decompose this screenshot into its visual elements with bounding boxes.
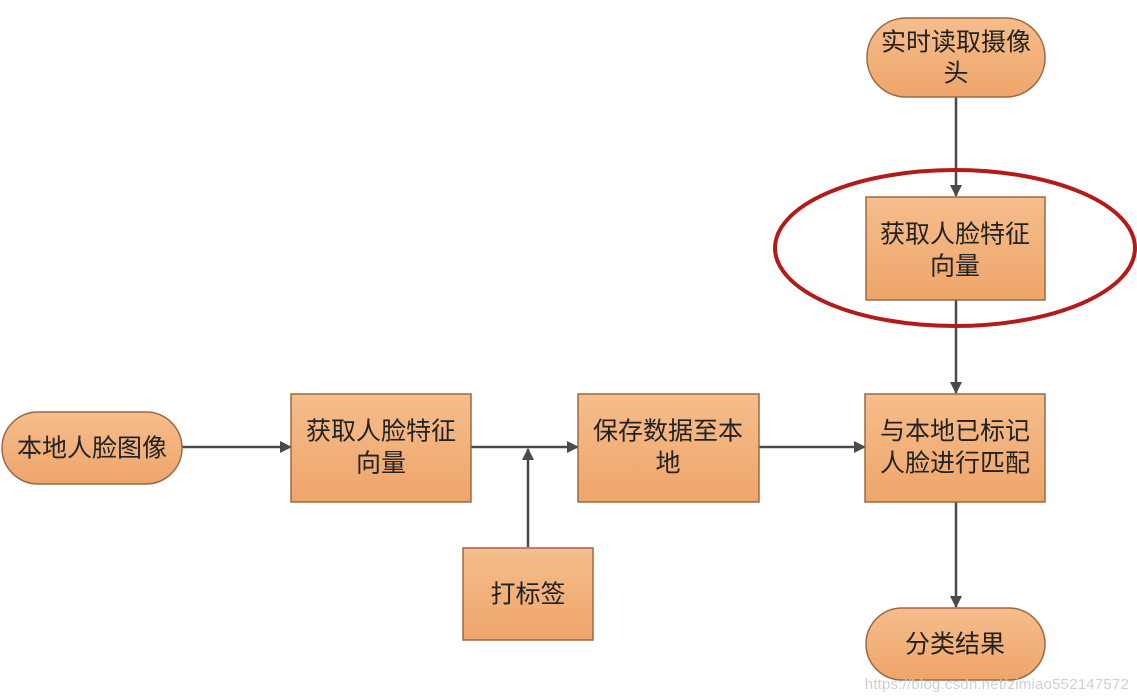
node-local_image-shape [1, 411, 183, 485]
node-match: 与本地已标记 人脸进行匹配 [864, 393, 1046, 503]
node-label: 打标签 [462, 547, 594, 641]
node-feature_left-line-2: 向量 [356, 449, 406, 478]
node-match-shape [864, 393, 1046, 503]
node-camera-shape [866, 17, 1046, 98]
node-camera: 实时读取摄像 头 [866, 17, 1046, 98]
node-match-line-2: 人脸进行匹配 [880, 449, 1030, 478]
nodes: 实时读取摄像 头 获取人脸特征 向量 本地人脸图像 获取人脸特征 向量 保存数据… [1, 17, 1046, 681]
node-label-shape [462, 547, 594, 641]
watermark: https://blog.csdn.net/zimiao552147572 [864, 676, 1129, 693]
node-result-line-1: 分类结果 [905, 630, 1005, 659]
edges [182, 97, 962, 608]
node-result-shape [865, 607, 1046, 681]
node-feature_top-line-1: 获取人脸特征 [880, 220, 1030, 249]
node-feature_left-shape [290, 393, 472, 503]
node-save: 保存数据至本 地 [577, 393, 760, 503]
node-local_image-line-1: 本地人脸图像 [17, 434, 167, 463]
highlight-ellipse [773, 168, 1137, 328]
node-feature_left: 获取人脸特征 向量 [290, 393, 472, 503]
node-save-shape [577, 393, 760, 503]
node-result: 分类结果 [865, 607, 1046, 681]
node-save-line-1: 保存数据至本 [593, 417, 743, 446]
node-save-line-2: 地 [655, 449, 680, 478]
node-feature_top-line-2: 向量 [930, 252, 980, 281]
node-feature_left-line-1: 获取人脸特征 [306, 417, 456, 446]
node-feature_top: 获取人脸特征 向量 [865, 196, 1046, 301]
node-local_image: 本地人脸图像 [1, 411, 183, 485]
node-camera-line-2: 头 [943, 59, 968, 88]
node-label-line-1: 打标签 [490, 580, 565, 609]
node-feature_top-shape [865, 196, 1046, 301]
node-camera-line-1: 实时读取摄像 [881, 28, 1031, 57]
node-match-line-1: 与本地已标记 [880, 417, 1030, 446]
